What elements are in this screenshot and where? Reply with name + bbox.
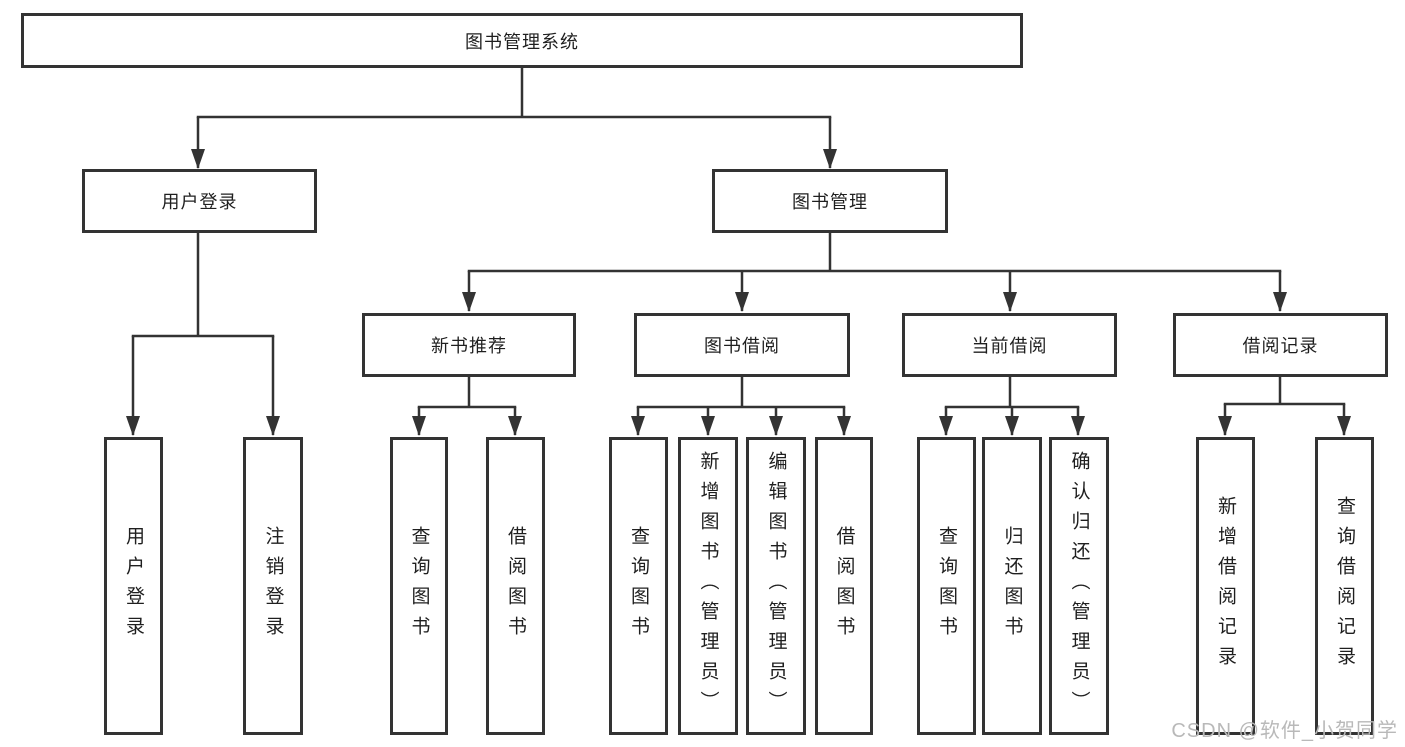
leaf-return-books: 归还图书 bbox=[982, 437, 1042, 735]
leaf-user-login: 用户登录 bbox=[104, 437, 163, 735]
node-label: 借阅记录 bbox=[1242, 336, 1319, 356]
node-label: 用户登录 bbox=[161, 192, 238, 212]
leaf-borrow-books: 借阅图书 bbox=[815, 437, 873, 735]
node-label: 新增图书（管理员） bbox=[697, 451, 719, 721]
node-label: 新书推荐 bbox=[431, 336, 507, 356]
node-label: 确认归还（管理员） bbox=[1068, 451, 1090, 721]
node-label: 编辑图书（管理员） bbox=[765, 451, 787, 721]
node-borrow-records: 借阅记录 bbox=[1173, 313, 1388, 377]
node-label: 查询图书 bbox=[936, 526, 957, 646]
leaf-add-borrow-record: 新增借阅记录 bbox=[1196, 437, 1255, 735]
leaf-confirm-return-admin: 确认归还（管理员） bbox=[1049, 437, 1109, 735]
node-label: 用户登录 bbox=[123, 526, 144, 646]
watermark-csdn: CSDN @软件_小贺同学 bbox=[1171, 720, 1398, 742]
node-label: 查询图书 bbox=[628, 526, 649, 646]
node-label: 注销登录 bbox=[262, 526, 284, 646]
node-user-login: 用户登录 bbox=[82, 169, 317, 233]
node-book-borrow: 图书借阅 bbox=[634, 313, 850, 377]
leaf-query-books-borrow: 查询图书 bbox=[609, 437, 668, 735]
node-label: 新增借阅记录 bbox=[1215, 496, 1236, 676]
node-book-management: 图书管理 bbox=[712, 169, 948, 233]
leaf-query-books-current: 查询图书 bbox=[917, 437, 976, 735]
leaf-edit-book-admin: 编辑图书（管理员） bbox=[746, 437, 806, 735]
leaf-query-borrow-record: 查询借阅记录 bbox=[1315, 437, 1374, 735]
node-label: 借阅图书 bbox=[505, 526, 526, 646]
node-label: 当前借阅 bbox=[971, 336, 1048, 356]
leaf-query-books-recommend: 查询图书 bbox=[390, 437, 448, 735]
node-label: 图书管理 bbox=[792, 192, 868, 212]
node-library-management-system: 图书管理系统 bbox=[21, 13, 1023, 68]
leaf-borrow-books-recommend: 借阅图书 bbox=[486, 437, 545, 735]
node-label: 图书借阅 bbox=[704, 336, 780, 356]
node-label: 查询图书 bbox=[408, 526, 430, 646]
leaf-logout: 注销登录 bbox=[243, 437, 303, 735]
node-current-borrow: 当前借阅 bbox=[902, 313, 1117, 377]
node-new-book-recommend: 新书推荐 bbox=[362, 313, 576, 377]
leaf-add-book-admin: 新增图书（管理员） bbox=[678, 437, 738, 735]
node-label: 归还图书 bbox=[1001, 526, 1023, 646]
node-label: 图书管理系统 bbox=[465, 31, 579, 52]
node-label: 借阅图书 bbox=[833, 526, 855, 646]
node-label: 查询借阅记录 bbox=[1334, 496, 1355, 676]
